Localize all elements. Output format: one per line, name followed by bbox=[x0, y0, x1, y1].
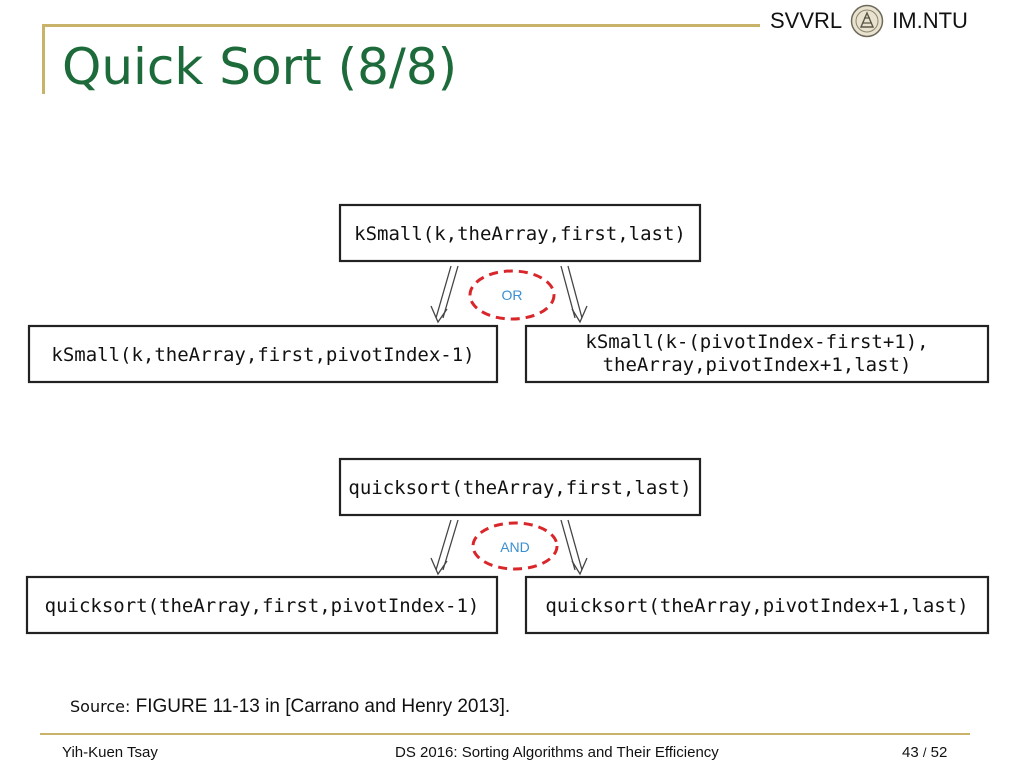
title-frame-left bbox=[42, 24, 45, 94]
brand-left: SVVRL bbox=[770, 8, 843, 33]
header-brand: SVVRL IM.NTU bbox=[770, 4, 968, 38]
footer-course: DS 2016: Sorting Algorithms and Their Ef… bbox=[395, 744, 719, 761]
quicksort-right-call: quicksort(theArray,pivotIndex+1,last) bbox=[545, 595, 968, 617]
ksmall-top-box bbox=[338, 203, 702, 263]
quicksort-top-box bbox=[338, 457, 702, 517]
source-label: Source: bbox=[70, 697, 131, 716]
quicksort-left-call: quicksort(theArray,first,pivotIndex-1) bbox=[45, 595, 480, 617]
quicksort-left-arrow bbox=[430, 519, 459, 576]
ksmall-top-call: kSmall(k,theArray,first,last) bbox=[354, 223, 686, 245]
ntu-seal-icon bbox=[850, 4, 884, 38]
quicksort-top-call: quicksort(theArray,first,last) bbox=[348, 477, 691, 499]
footer-page-number: 43 / 52 bbox=[902, 744, 947, 761]
quicksort-right-arrow bbox=[560, 519, 588, 576]
ksmall-right-call-line2: theArray,pivotIndex+1,last) bbox=[603, 354, 912, 376]
ksmall-right-box bbox=[524, 324, 990, 384]
figure-source: Source: FIGURE 11-13 in [Carrano and Hen… bbox=[70, 696, 510, 718]
ksmall-left-call: kSmall(k,theArray,first,pivotIndex-1) bbox=[51, 344, 474, 366]
ksmall-left-box bbox=[27, 324, 499, 384]
ksmall-left-arrow bbox=[430, 265, 459, 324]
quicksort-right-box bbox=[524, 575, 990, 635]
ksmall-connector: OR bbox=[502, 287, 523, 303]
page-total: 52 bbox=[930, 744, 948, 761]
page-current: 43 bbox=[902, 744, 919, 761]
footer-divider bbox=[40, 733, 970, 735]
slide-title: Quick Sort (8/8) bbox=[62, 38, 458, 96]
title-frame-top bbox=[42, 24, 760, 27]
ksmall-right-call-line1: kSmall(k-(pivotIndex-first+1), bbox=[585, 331, 928, 353]
recursion-diagram: kSmall(k,theArray,first,last) OR kSmall(… bbox=[25, 203, 990, 635]
footer-author: Yih-Kuen Tsay bbox=[62, 744, 158, 761]
page-separator: / bbox=[922, 745, 927, 760]
quicksort-connector: AND bbox=[500, 539, 530, 555]
quicksort-and-ellipse bbox=[471, 521, 559, 571]
ksmall-or-ellipse bbox=[468, 269, 556, 321]
ksmall-right-arrow bbox=[560, 265, 588, 324]
brand-right: IM.NTU bbox=[892, 8, 968, 33]
source-text: FIGURE 11-13 in [Carrano and Henry 2013]… bbox=[135, 696, 511, 717]
quicksort-left-box bbox=[25, 575, 499, 635]
